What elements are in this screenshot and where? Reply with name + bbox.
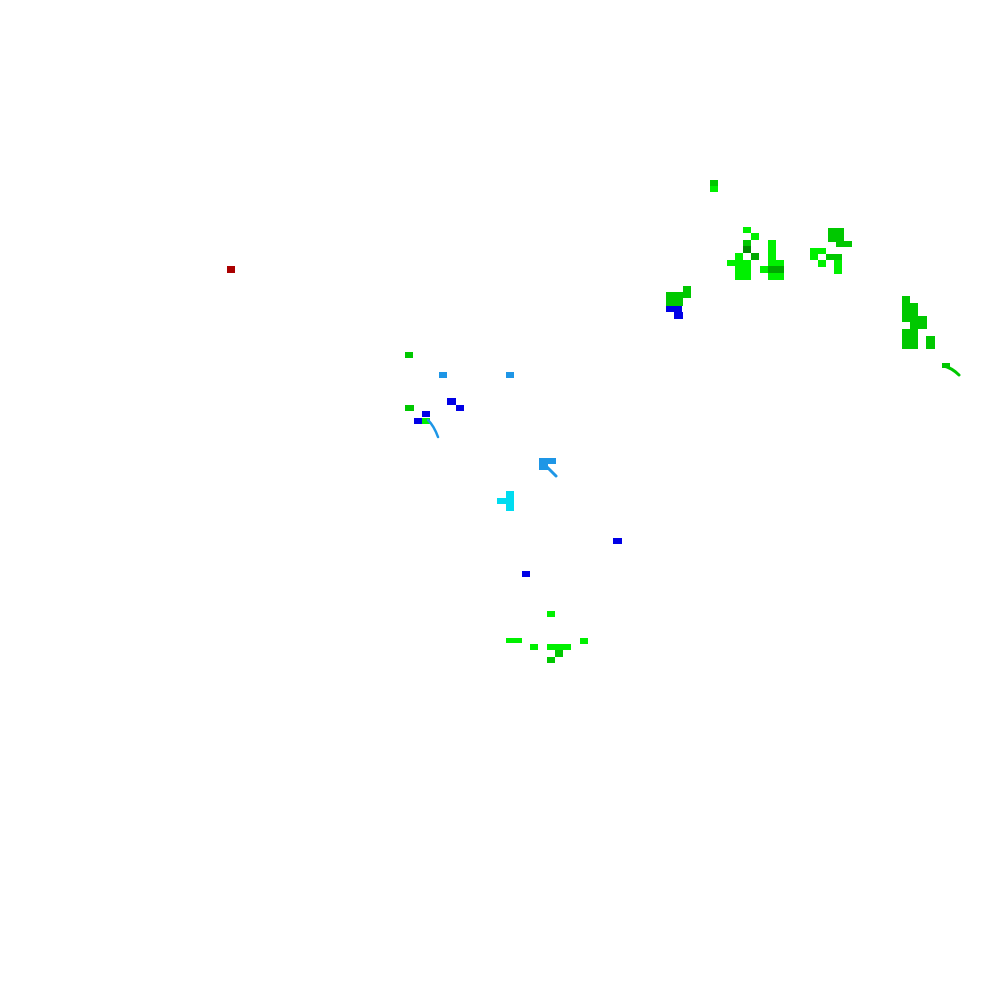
map-cell-light-blue <box>506 372 514 378</box>
map-cell-blue <box>456 405 464 411</box>
map-cell-blue <box>674 312 683 319</box>
map-cell-bright-green <box>735 260 751 266</box>
map-cell-medium-green <box>555 650 563 657</box>
map-cell-bright-green <box>743 227 751 233</box>
map-cell-medium-green <box>828 228 844 235</box>
map-cell-medium-green <box>547 657 555 663</box>
map-cell-blue <box>613 538 622 544</box>
map-cell-blue <box>666 306 682 312</box>
map-cell-bright-green <box>768 260 784 266</box>
map-streak-light-blue <box>426 418 440 439</box>
map-cell-medium-green <box>826 254 842 260</box>
map-cell-bright-green <box>506 638 522 643</box>
map-cell-bright-green <box>547 611 555 617</box>
map-cell-medium-green <box>902 336 918 343</box>
map-cell-medium-green <box>902 303 918 310</box>
map-cell-blue <box>414 418 422 424</box>
map-cell-light-blue <box>539 464 548 470</box>
map-cell-dark-red <box>227 266 235 273</box>
map-cell-medium-green <box>683 292 691 298</box>
map-cell-medium-green <box>743 240 751 246</box>
map-cell-blue <box>522 571 530 577</box>
map-cell-bright-green <box>834 267 842 274</box>
map-cell-bright-green <box>810 254 818 260</box>
map-streak-medium-green <box>942 364 961 377</box>
map-cell-deep-green <box>743 246 751 253</box>
map-cell-blue <box>447 398 456 405</box>
map-cell-medium-green <box>836 241 852 247</box>
map-cell-medium-green <box>926 343 935 349</box>
map-cell-bright-green <box>580 638 588 644</box>
map-cell-blue <box>422 411 430 417</box>
map-cell-bright-green <box>760 266 768 273</box>
map-cell-bright-green <box>768 240 776 246</box>
map-cell-bright-green <box>818 260 826 267</box>
map-cell-bright-green <box>710 186 718 192</box>
map-cell-medium-green <box>710 180 718 186</box>
map-cell-bright-green <box>422 418 430 424</box>
map-cell-dark-green <box>751 253 759 260</box>
map-cell-bright-green <box>768 246 776 253</box>
map-cell-bright-green <box>735 253 743 260</box>
map-cell-bright-green <box>751 233 759 240</box>
map-cell-medium-green <box>902 296 910 303</box>
map-cell-bright-green <box>530 644 538 650</box>
map-cell-bright-green <box>834 260 842 267</box>
map-cell-light-blue <box>439 372 447 378</box>
map-cell-bright-green <box>735 266 751 273</box>
map-cell-dark-green <box>768 266 784 273</box>
map-cell-medium-green <box>926 336 935 343</box>
map-cell-medium-green <box>405 405 414 411</box>
map-cell-medium-green <box>902 316 927 322</box>
map-cell-bright-green <box>735 273 751 280</box>
map-streak-light-blue <box>544 464 558 478</box>
map-cell-medium-green <box>828 235 844 242</box>
map-cell-light-blue <box>539 458 556 464</box>
map-cell-cyan <box>497 498 514 504</box>
map-cell-medium-green <box>902 343 918 349</box>
map-cell-bright-green <box>547 644 571 650</box>
map-cell-medium-green <box>910 322 927 329</box>
map-cell-bright-green <box>768 253 776 260</box>
map-cell-medium-green <box>666 292 683 299</box>
map-cell-medium-green <box>683 286 691 292</box>
map-cell-medium-green <box>666 299 683 306</box>
map-cell-bright-green <box>810 248 826 254</box>
map-cell-bright-green <box>727 260 735 266</box>
map-cell-bright-green <box>768 273 784 280</box>
map-cell-cyan <box>506 491 514 498</box>
map-cell-medium-green <box>902 310 918 316</box>
map-cell-cyan <box>506 504 514 511</box>
map-cell-medium-green <box>902 329 918 336</box>
map-cell-medium-green <box>405 352 413 358</box>
